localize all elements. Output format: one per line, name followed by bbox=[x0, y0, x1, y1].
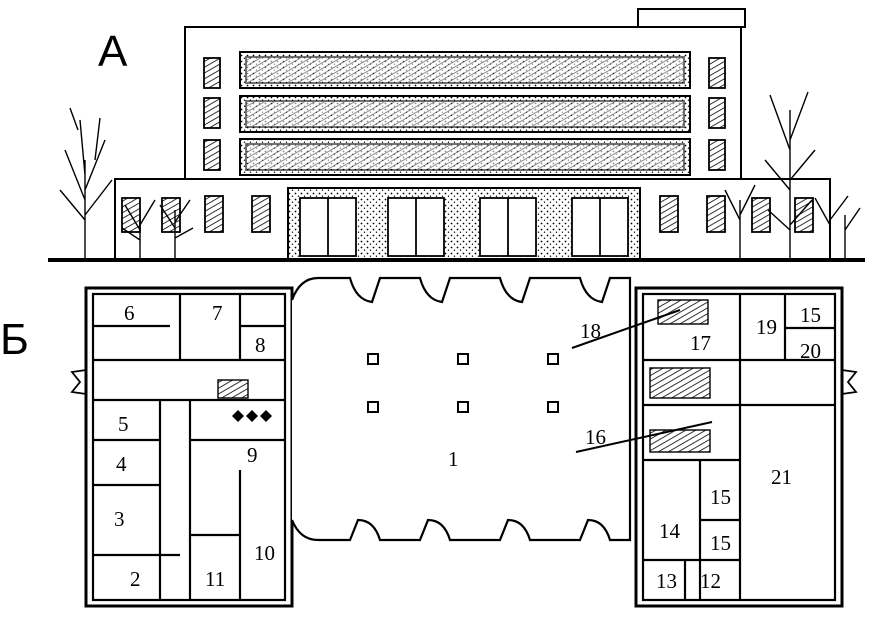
facade-elevation bbox=[48, 8, 865, 262]
right-wing-walls bbox=[643, 294, 835, 600]
room-label-21: 21 bbox=[771, 465, 792, 489]
room-label-7: 7 bbox=[212, 301, 223, 325]
room-label-17: 17 bbox=[690, 331, 711, 355]
room-label-8: 8 bbox=[255, 333, 266, 357]
diamond-symbols bbox=[232, 410, 272, 422]
room-label-19: 19 bbox=[756, 315, 777, 339]
left-wing-walls bbox=[93, 294, 285, 600]
entrance-doors bbox=[299, 197, 629, 257]
room-label-13: 13 bbox=[656, 569, 677, 593]
room-label-15-b: 15 bbox=[710, 531, 731, 555]
room-label-14: 14 bbox=[659, 519, 681, 543]
room-labels: 1 2 3 4 5 6 7 8 9 10 11 12 13 14 15 15 1… bbox=[114, 301, 821, 593]
room-label-9: 9 bbox=[247, 443, 258, 467]
stairs bbox=[217, 299, 711, 453]
section-b-label: Б bbox=[0, 315, 29, 364]
room-label-5: 5 bbox=[118, 412, 129, 436]
upper-side-windows bbox=[203, 57, 726, 171]
ribbon-windows bbox=[239, 51, 691, 176]
room-label-4: 4 bbox=[116, 452, 127, 476]
room-label-16: 16 bbox=[585, 425, 606, 449]
side-entrances bbox=[70, 369, 858, 395]
room-label-3: 3 bbox=[114, 507, 125, 531]
floor-plan bbox=[70, 276, 858, 608]
room-label-20: 20 bbox=[800, 339, 821, 363]
hall-columns bbox=[367, 353, 559, 413]
room-label-18: 18 bbox=[580, 319, 601, 343]
section-a-label: А bbox=[98, 27, 128, 76]
trees bbox=[59, 91, 861, 258]
central-hall-outline bbox=[290, 276, 632, 542]
room-label-1: 1 bbox=[448, 447, 459, 471]
room-label-2: 2 bbox=[130, 567, 141, 591]
leader-line-16 bbox=[575, 421, 713, 453]
room-label-6: 6 bbox=[124, 301, 135, 325]
room-label-11: 11 bbox=[205, 567, 225, 591]
leader-line-18 bbox=[571, 309, 681, 349]
room-label-10: 10 bbox=[254, 541, 275, 565]
room-label-15-c: 15 bbox=[800, 303, 821, 327]
room-label-12: 12 bbox=[700, 569, 721, 593]
room-label-15-a: 15 bbox=[710, 485, 731, 509]
